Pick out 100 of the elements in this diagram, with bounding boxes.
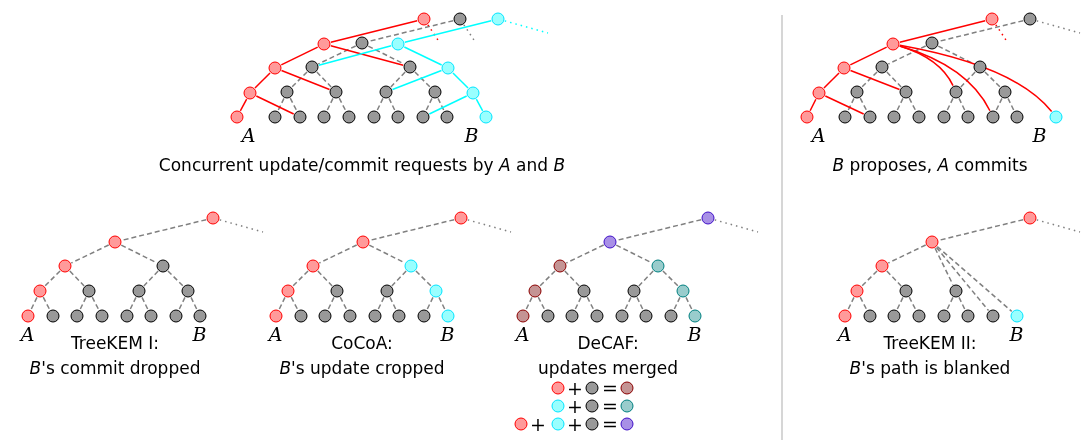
tree-edge	[861, 270, 878, 287]
tree-edge	[908, 97, 917, 112]
tree-edge	[368, 19, 454, 43]
tree-edge	[525, 296, 533, 311]
tree-node	[82, 284, 96, 298]
operator-sign: +	[530, 413, 546, 435]
tree-edge	[129, 296, 137, 311]
tree-edge	[938, 19, 1024, 43]
tree-edge	[1007, 97, 1015, 112]
tree-node	[428, 85, 442, 99]
tree-node	[590, 309, 604, 323]
tree-edge	[899, 19, 986, 44]
tree-node	[615, 309, 629, 323]
tree-edge	[586, 296, 595, 311]
tree-node	[875, 259, 889, 273]
tree-node	[441, 61, 455, 75]
tree-node	[453, 12, 467, 26]
tree-edge	[984, 71, 1001, 88]
tree-node	[837, 61, 851, 75]
tree-node	[998, 85, 1012, 99]
tree-edge	[42, 296, 51, 311]
tree-node	[417, 12, 431, 26]
tree-edge	[899, 44, 1053, 113]
tree-edge	[318, 244, 358, 264]
tree-node	[466, 86, 480, 100]
tree-edge	[30, 296, 38, 311]
tree-node	[603, 235, 617, 249]
tree-node	[293, 110, 307, 124]
tree-edge	[292, 270, 309, 287]
tree-node	[887, 110, 901, 124]
tree-node	[961, 309, 975, 323]
tree-edge	[896, 296, 904, 311]
tree-edge	[403, 46, 443, 66]
tree-edge	[389, 296, 397, 311]
tree-node	[937, 110, 951, 124]
tree-edge	[887, 45, 927, 65]
tree-edge	[946, 97, 954, 112]
tree-node	[886, 37, 900, 51]
tree-node	[850, 284, 864, 298]
tree-node	[925, 235, 939, 249]
tree-node	[58, 259, 72, 273]
tree-node	[329, 85, 343, 99]
tree-edge	[824, 95, 865, 115]
tree-edge	[316, 71, 332, 88]
tree-node	[294, 309, 308, 323]
dotted-line	[467, 219, 512, 233]
tree-edge	[178, 296, 186, 311]
tree-node	[95, 309, 109, 323]
tree-edge	[896, 97, 904, 112]
tree-edge	[574, 296, 582, 311]
tree-edge	[317, 270, 333, 287]
tree-node	[541, 309, 555, 323]
tree-node	[330, 284, 344, 298]
tree-edge	[859, 97, 868, 112]
tree-edge	[936, 245, 1013, 313]
tree-node	[912, 110, 926, 124]
tree-node	[368, 309, 382, 323]
tree-node	[46, 309, 60, 323]
tree-node	[380, 284, 394, 298]
tree-node	[986, 309, 1000, 323]
caption-text: B's path is blanked	[849, 358, 1011, 378]
tree-node	[343, 309, 357, 323]
caption-text: updates merged	[538, 358, 678, 378]
tree-edge	[616, 218, 702, 242]
tree-edge	[167, 270, 184, 287]
tree-node	[317, 37, 331, 51]
tree-edge	[376, 97, 384, 112]
tree-node	[863, 110, 877, 124]
tree-node	[899, 85, 913, 99]
tree-node	[391, 37, 405, 51]
tree-node	[268, 61, 282, 75]
tree-edge	[391, 69, 443, 91]
tree-edge	[143, 270, 159, 287]
tree-edge	[369, 218, 455, 242]
tree-edge	[958, 296, 966, 311]
tree-node	[491, 12, 505, 26]
caption-text: Concurrent update/commit requests by A and B	[158, 155, 566, 175]
tree-node	[403, 60, 417, 74]
tree-edge	[636, 296, 644, 311]
tree-edge	[69, 270, 85, 287]
tree-edge	[565, 244, 605, 264]
tree-node	[664, 309, 678, 323]
tree-edge	[624, 296, 632, 311]
party-label: A	[241, 125, 256, 145]
tree-edge	[809, 98, 817, 112]
tree-edge	[685, 296, 693, 311]
tree-node	[305, 60, 319, 74]
tree-edge	[849, 69, 901, 91]
tree-node	[391, 110, 405, 124]
tree-node	[639, 309, 653, 323]
tree-node	[416, 110, 430, 124]
tree-edge	[908, 296, 917, 311]
tree-edge	[847, 97, 855, 112]
tree-node	[838, 110, 852, 124]
tree-edge	[330, 19, 418, 44]
tree-edge	[339, 296, 348, 311]
tree-node	[355, 36, 369, 50]
tree-node	[925, 36, 939, 50]
tree-edge	[318, 45, 392, 66]
tree-edge	[388, 97, 396, 112]
